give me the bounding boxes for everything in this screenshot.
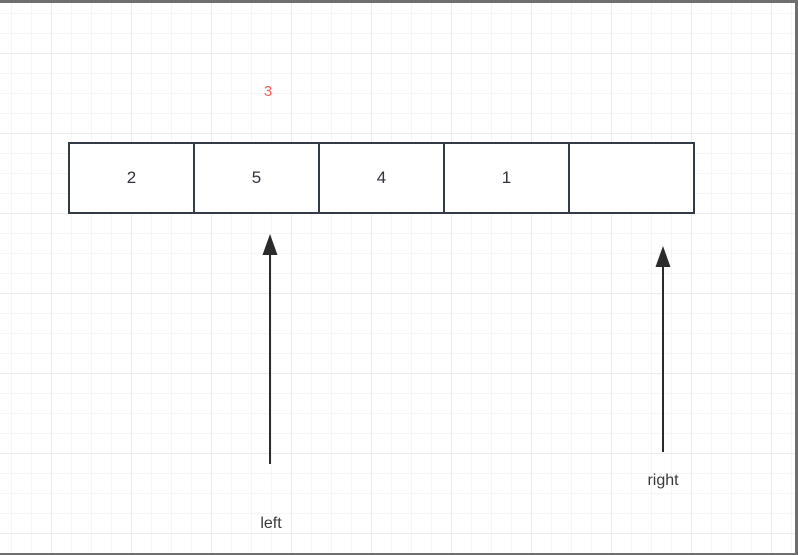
right-arrowhead-icon [655,246,671,267]
annotation-count-text[interactable]: 3 [263,83,273,100]
array-cell[interactable] [568,142,695,214]
left-pointer-arrow[interactable] [262,234,278,464]
left-arrowhead-icon [262,234,278,255]
array-cell[interactable]: 4 [318,142,445,214]
right-pointer-arrow[interactable] [655,246,671,452]
left-pointer-label[interactable]: left [260,515,282,532]
array-cell[interactable]: 5 [193,142,320,214]
array-cell[interactable]: 2 [68,142,195,214]
array-shape: 2 5 4 1 [68,142,695,214]
array-cell[interactable]: 1 [443,142,570,214]
right-pointer-label[interactable]: right [647,472,679,489]
